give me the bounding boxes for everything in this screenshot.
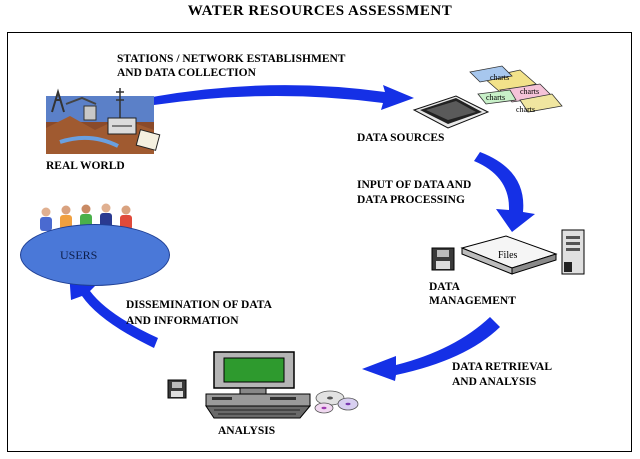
charts-label-2: charts [520,87,539,96]
users-label: USERS [60,248,98,262]
data-management-label-line2: MANAGEMENT [429,295,516,307]
data-management-illustration [431,229,585,275]
arrow-collection [152,85,414,110]
diagram-frame [7,32,632,452]
dissemination-label-line1: DISSEMINATION OF DATA [126,299,272,311]
analysis-illustration [167,351,359,419]
arrow-retrieval [362,317,500,381]
charts-label-1: charts [490,73,509,82]
diagram-title: WATER RESOURCES ASSESSMENT [187,3,453,19]
real-world-label: REAL WORLD [46,160,125,172]
dissemination-label-line2: AND INFORMATION [126,315,239,327]
data-management-label-line1: DATA [429,281,460,293]
data-sources-label: DATA SOURCES [357,132,445,144]
retrieval-label-line1: DATA RETRIEVAL [452,361,553,373]
input-label-line2: DATA PROCESSING [357,194,465,206]
arrow-dissemination [69,272,158,348]
stations-label-line1: STATIONS / NETWORK ESTABLISHMENT [117,53,346,65]
retrieval-label-line2: AND ANALYSIS [452,376,537,388]
data-sources-illustration [412,65,563,129]
users-oval [20,224,170,286]
charts-label-3: charts [486,93,505,102]
files-label: Files [498,250,518,261]
arrow-input [474,152,535,232]
stations-label-line2: AND DATA COLLECTION [117,67,256,79]
real-world-illustration [46,88,161,154]
analysis-label: ANALYSIS [218,425,276,437]
charts-label-4: charts [516,105,535,114]
input-label-line1: INPUT OF DATA AND [357,179,472,191]
